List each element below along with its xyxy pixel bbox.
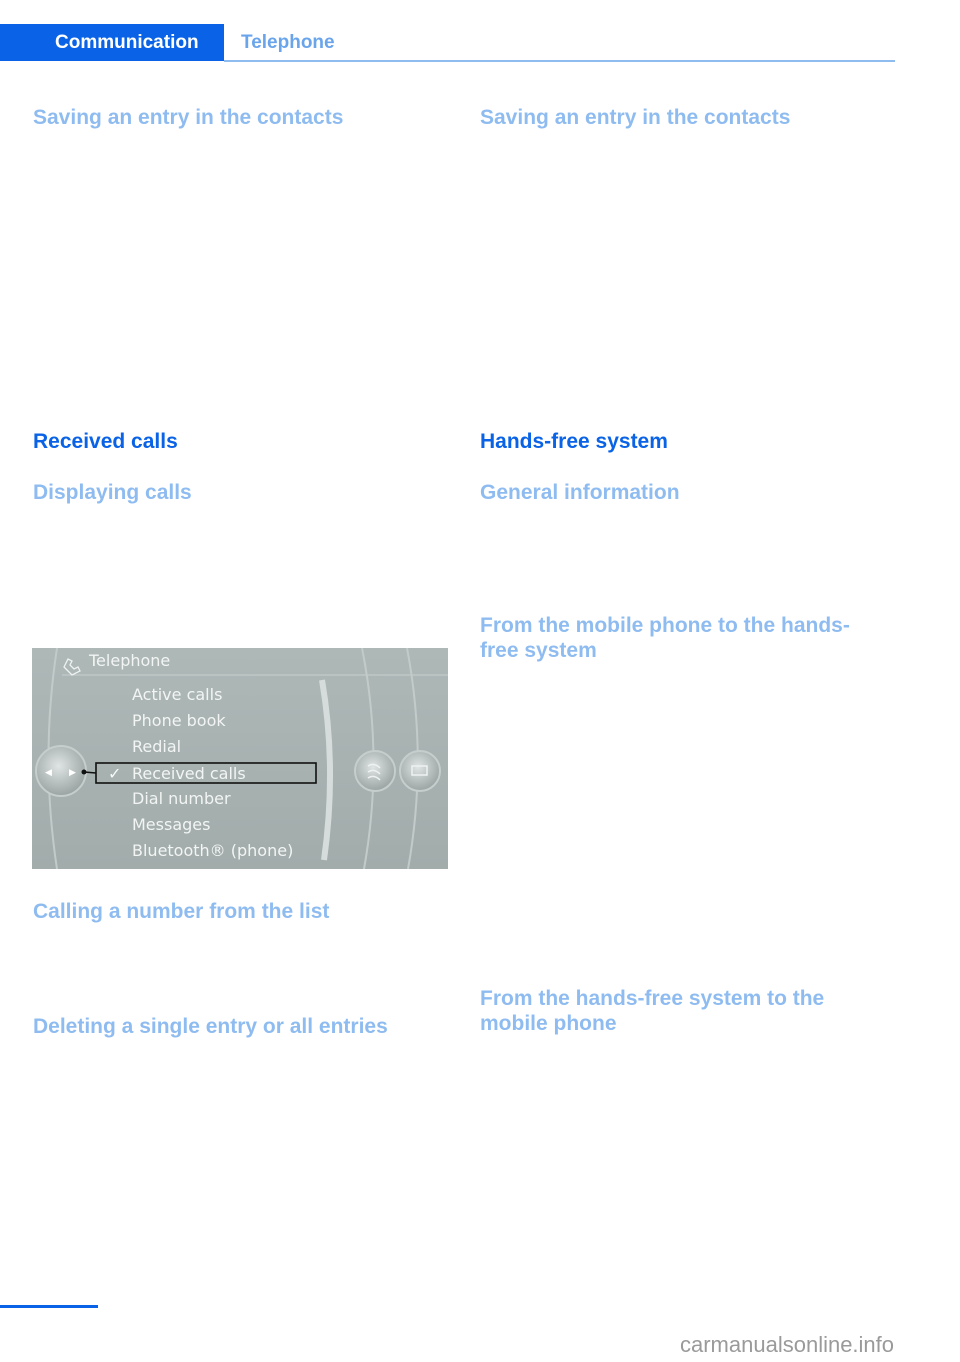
heading-displaying-calls: Displaying calls	[33, 481, 192, 504]
watermark: carmanualsonline.info	[680, 1332, 895, 1357]
heading-line: mobile phone	[480, 1012, 617, 1035]
header-divider	[224, 60, 895, 62]
telephone-menu-screenshot: ◀ ▶ Telephone ✓ Active calls Phone book …	[32, 648, 448, 869]
heading-saving-entry-right: Saving an entry in the contacts	[480, 106, 791, 129]
heading-line: free system	[480, 639, 597, 662]
heading-saving-entry-left: Saving an entry in the contacts	[33, 106, 344, 129]
menu-item-phone-book[interactable]: Phone book	[132, 711, 226, 730]
heading-deleting-entries: Deleting a single entry or all entries	[33, 1015, 388, 1038]
heading-phone-to-handsfree: From the mobile phone to the hands- free…	[480, 613, 850, 663]
menu-item-bluetooth-phone[interactable]: Bluetooth® (phone)	[132, 841, 293, 860]
tab-telephone[interactable]: Telephone	[241, 32, 335, 53]
footer-divider	[0, 1305, 98, 1308]
menu-knob-icon	[399, 750, 441, 792]
page-header: Communication Telephone	[0, 0, 895, 62]
menu-item-dial-number[interactable]: Dial number	[132, 789, 231, 808]
section-title-hands-free: Hands-free system	[480, 430, 668, 453]
heading-general-information: General information	[480, 481, 680, 504]
heading-line: From the mobile phone to the hands-	[480, 614, 850, 637]
menu-item-active-calls[interactable]: Active calls	[132, 685, 222, 704]
tab-communication[interactable]: Communication	[0, 24, 224, 61]
svg-text:◀: ◀	[45, 768, 52, 778]
phone-icon	[63, 658, 81, 676]
heading-calling-number: Calling a number from the list	[33, 900, 330, 923]
heading-line: From the hands-free system to the	[480, 987, 825, 1010]
menu-item-messages[interactable]: Messages	[132, 815, 210, 834]
heading-handsfree-to-phone: From the hands-free system to the mobile…	[480, 986, 824, 1036]
menu-item-received-calls[interactable]: Received calls	[132, 764, 246, 783]
menu-item-redial[interactable]: Redial	[132, 737, 181, 756]
section-title-received-calls: Received calls	[33, 430, 178, 453]
check-icon: ✓	[108, 764, 121, 783]
svg-text:▶: ▶	[69, 768, 76, 778]
screen-title: Telephone	[88, 651, 170, 670]
